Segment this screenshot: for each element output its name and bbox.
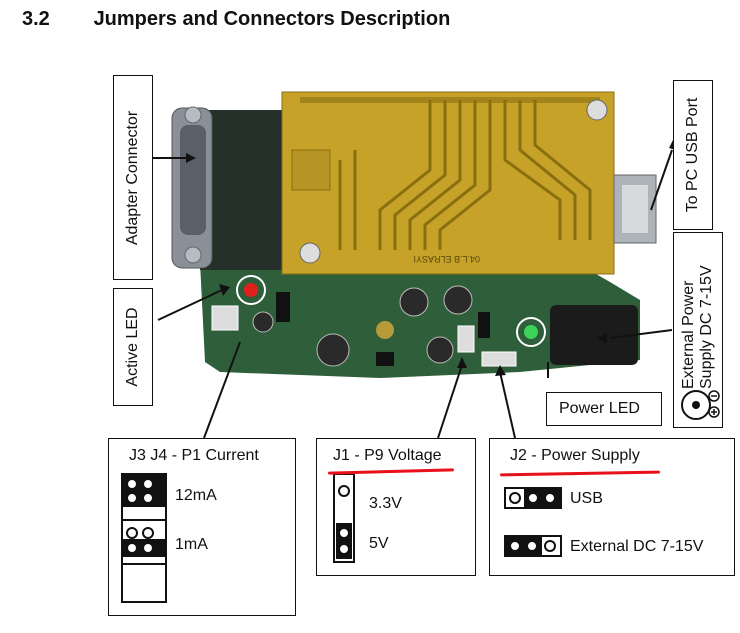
board-silkscreen: 04.L.B ELRASYI [413, 254, 480, 264]
usb-port-face [622, 185, 648, 233]
active-led-callout: Active LED [113, 288, 153, 406]
j1-jumper [457, 325, 475, 353]
j2-title: J2 - Power Supply [510, 447, 640, 464]
capacitor-5 [426, 336, 454, 364]
option-external-dc: External DC 7-15V [570, 538, 704, 555]
pin-icon [126, 527, 138, 539]
j1-title: J1 - P9 Voltage [333, 447, 442, 464]
capacitor-2 [443, 285, 473, 315]
active-led-label: Active LED [124, 307, 141, 387]
section-number: 3.2 [22, 8, 50, 30]
pin-icon [527, 492, 539, 504]
external-power-callout: External Power Supply DC 7-15V [673, 232, 723, 428]
pin-icon [142, 542, 154, 554]
section-heading: 3.2 Jumpers and Connectors Description [22, 8, 450, 31]
adapter-connector-callout: Adapter Connector [113, 75, 153, 280]
daughter-header-pins [300, 97, 600, 103]
j3j4-panel: J3 J4 - P1 Current 12mA 1mA [108, 438, 296, 616]
pin-icon [142, 478, 154, 490]
option-usb: USB [570, 490, 603, 507]
db9-screw-bottom [184, 246, 202, 264]
j3j4-jumper [211, 305, 239, 331]
active-led [244, 283, 258, 297]
option-12ma: 12mA [175, 487, 217, 504]
pin-icon [126, 492, 138, 504]
daughter-board [281, 91, 615, 275]
power-led-label: Power LED [559, 400, 640, 417]
db9-screw-top [184, 106, 202, 124]
pin-icon [544, 540, 556, 552]
external-power-label: External Power Supply DC 7-15V [680, 265, 715, 390]
j3j4-title: J3 J4 - P1 Current [129, 447, 259, 464]
pin-icon [509, 540, 521, 552]
pin-icon [338, 527, 350, 539]
power-led-ring [516, 317, 546, 347]
dc-jack [550, 305, 638, 365]
regulator [478, 312, 490, 338]
capacitor-1 [399, 287, 429, 317]
pin-icon [142, 492, 154, 504]
pin-icon [338, 543, 350, 555]
jumper-header [276, 292, 290, 322]
power-led [524, 325, 538, 339]
daughter-hole-left [299, 242, 321, 264]
pin-icon [126, 478, 138, 490]
daughter-traces [338, 100, 592, 250]
ic-chip [376, 352, 394, 366]
j2-jumper [481, 351, 517, 367]
pin-icon [338, 485, 350, 497]
divider [121, 563, 167, 565]
capacitor-4 [252, 311, 274, 333]
main-pcb [200, 262, 640, 378]
tantalum-cap [376, 321, 394, 339]
power-led-callout: Power LED [546, 392, 662, 426]
to-pc-usb-callout: To PC USB Port [673, 80, 713, 230]
adapter-connector-label: Adapter Connector [124, 110, 141, 245]
capacitor-3 [316, 333, 350, 367]
db9-shell [200, 110, 290, 270]
polarity-icon [681, 390, 720, 420]
active-led-ring [236, 275, 266, 305]
j2-panel: J2 - Power Supply USB External DC 7-15V [489, 438, 735, 576]
option-5v: 5V [369, 535, 389, 552]
daughter-pad [291, 149, 331, 191]
pin-icon [142, 527, 154, 539]
option-3-3v: 3.3V [369, 495, 402, 512]
section-title: Jumpers and Connectors Description [93, 8, 451, 30]
option-1ma: 1mA [175, 536, 208, 553]
pin-icon [126, 542, 138, 554]
db9-face [180, 125, 206, 235]
j1-panel: J1 - P9 Voltage 3.3V 5V [316, 438, 476, 576]
to-pc-usb-label: To PC USB Port [684, 97, 701, 213]
pin-icon [544, 492, 556, 504]
pin-icon [526, 540, 538, 552]
daughter-hole-right [586, 99, 608, 121]
divider [121, 519, 167, 521]
callout-lines [135, 149, 673, 439]
pin-icon [509, 492, 521, 504]
